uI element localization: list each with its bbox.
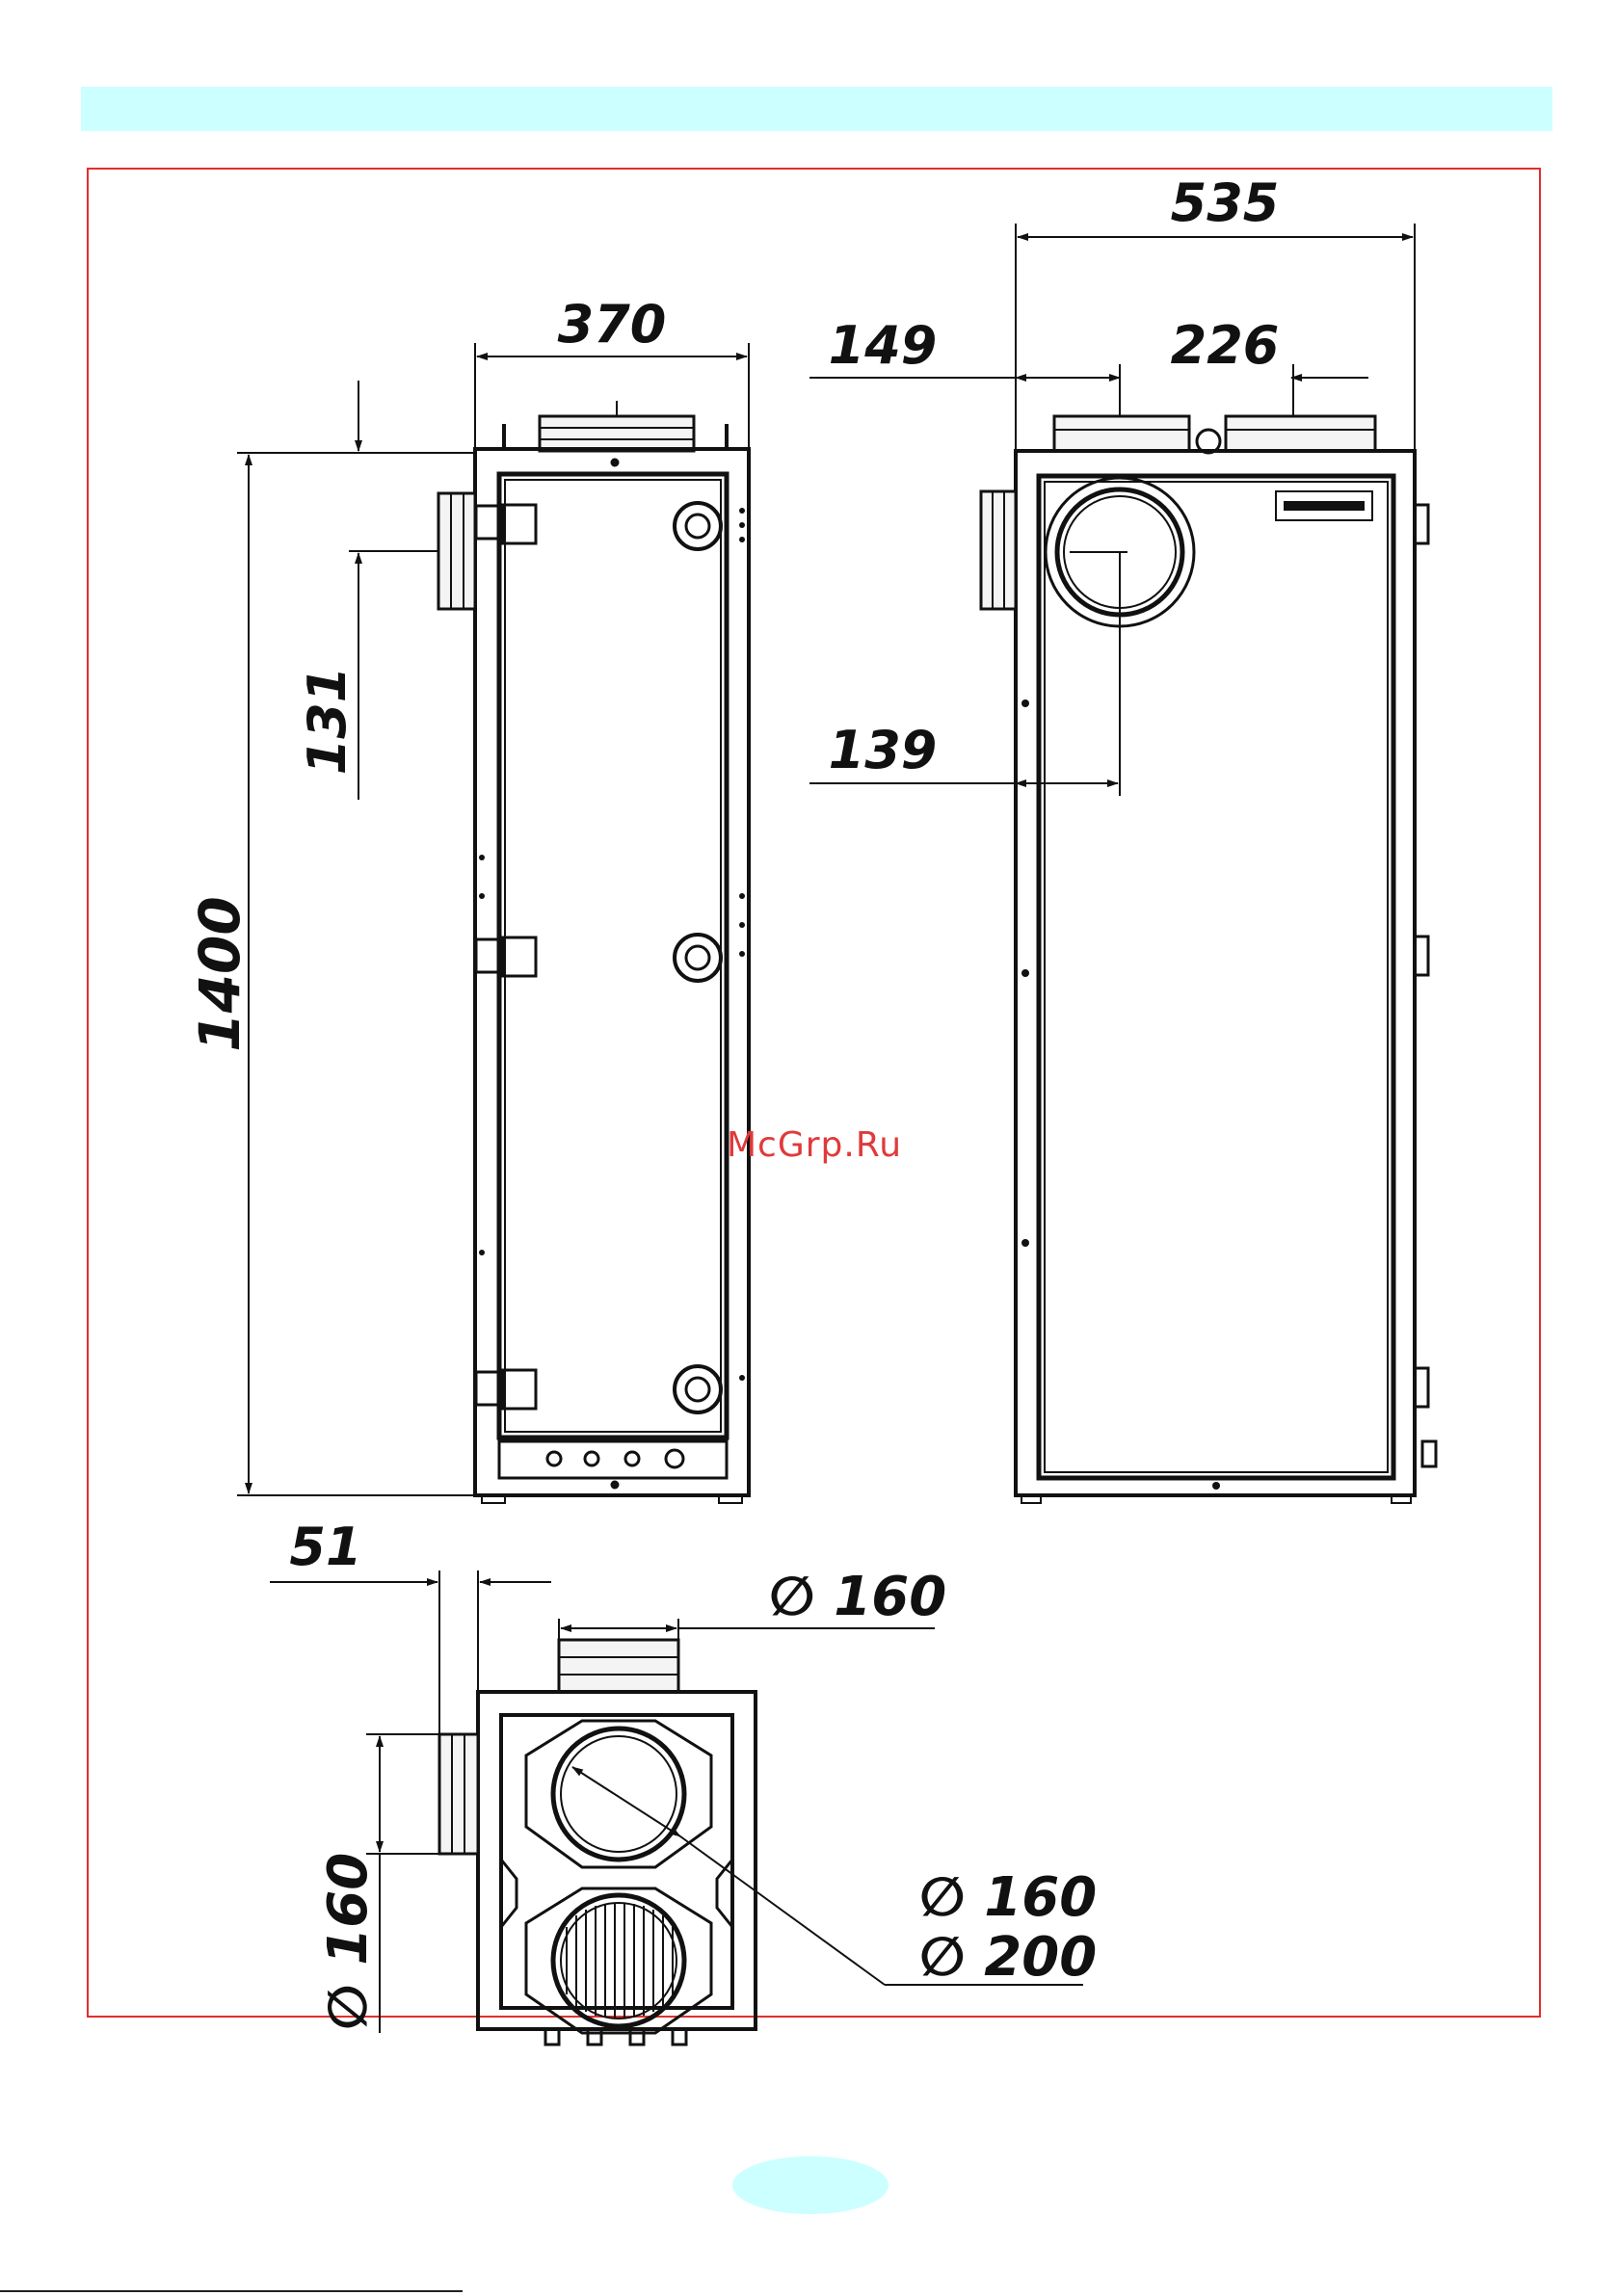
dim-top-spigot-dia: ∅ 160 [769, 1566, 946, 1628]
front-dimensions [237, 343, 749, 1495]
dim-top-port-dia-2: ∅ 200 [919, 1926, 1097, 1989]
dim-side-spigot-spacing: 226 [1171, 315, 1280, 376]
dim-top-spigot-offset: 51 [289, 1517, 361, 1577]
footer-rule [0, 2290, 463, 2292]
side-view [981, 416, 1436, 1503]
dim-side-width: 535 [1171, 172, 1280, 233]
dim-front-spigot-offset: 131 [297, 667, 358, 776]
watermark-text: McGrp.Ru [718, 1125, 911, 1165]
dim-top-side-spigot-dia: ∅ 160 [317, 1853, 380, 2030]
front-view [438, 401, 749, 1503]
page-number-badge [732, 2156, 889, 2214]
top-view [439, 1640, 756, 2045]
dim-top-port-dia-1: ∅ 160 [919, 1866, 1097, 1929]
dim-front-height: 1400 [187, 896, 252, 1051]
dim-front-width: 370 [558, 294, 667, 355]
dim-side-offset-left: 149 [829, 315, 938, 376]
dim-side-spigot-centre: 139 [829, 720, 938, 780]
